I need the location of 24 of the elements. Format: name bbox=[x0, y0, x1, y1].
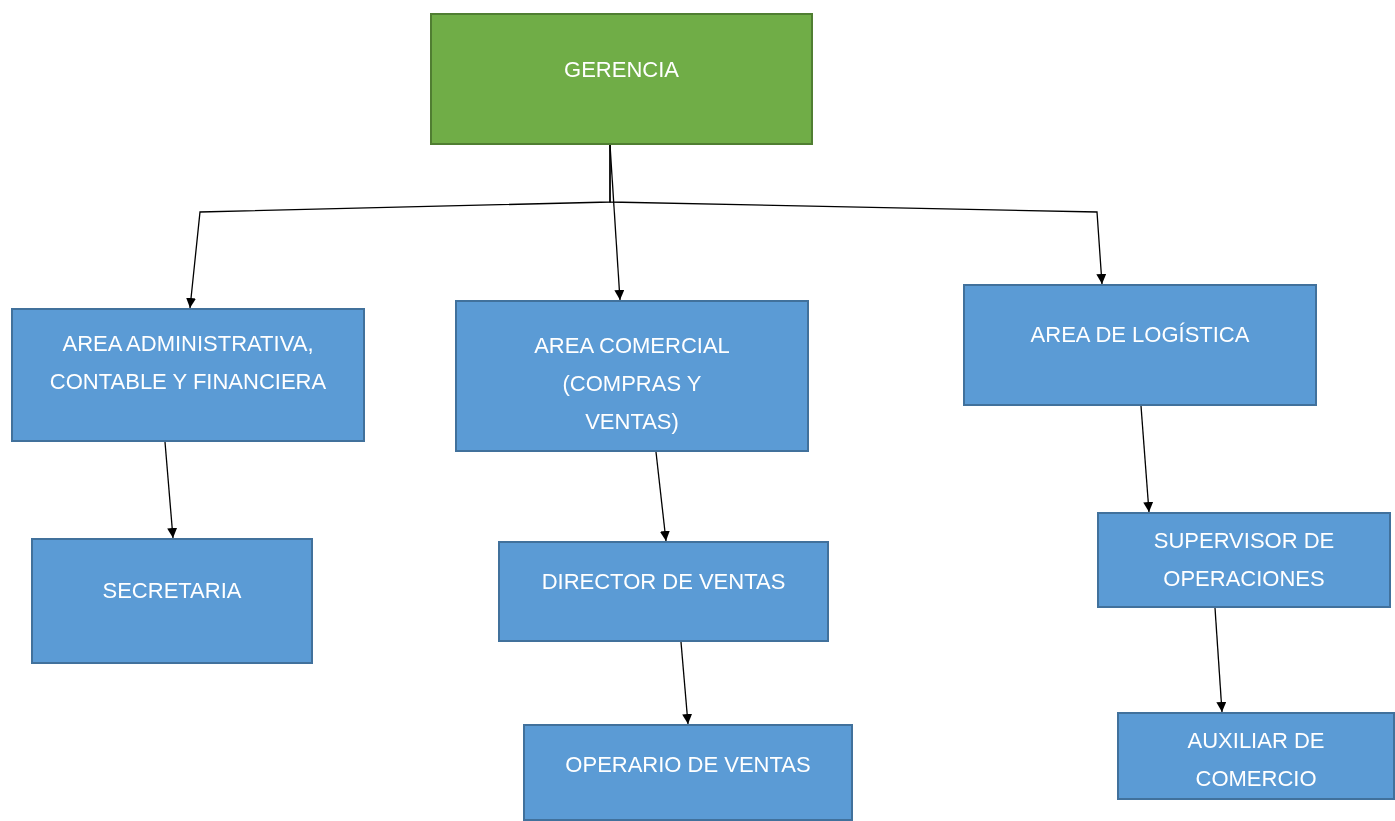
department-box bbox=[963, 284, 1317, 406]
department-box bbox=[1097, 512, 1391, 608]
department-box bbox=[523, 724, 853, 821]
department-box bbox=[31, 538, 313, 664]
box-label: AREA ADMINISTRATIVA, CONTABLE Y FINANCIERA bbox=[48, 330, 328, 396]
box-label: AREA DE LOGÍSTICA bbox=[1030, 321, 1250, 349]
arrow bbox=[655, 451, 670, 542]
box-label: OPERARIO DE VENTAS bbox=[565, 751, 811, 779]
box-label: AUXILIAR DE COMERCIO bbox=[1186, 727, 1326, 793]
arrow bbox=[164, 441, 178, 539]
department-box bbox=[498, 541, 829, 642]
management-box bbox=[430, 13, 813, 145]
arrow bbox=[609, 144, 1107, 285]
department-box bbox=[1117, 712, 1395, 800]
department-box bbox=[455, 300, 809, 452]
box-label: AREA COMERCIAL (COMPRAS Y VENTAS) bbox=[533, 332, 731, 436]
arrow bbox=[680, 641, 693, 725]
box-label: SUPERVISOR DE OPERACIONES bbox=[1152, 527, 1336, 593]
box-label: SECRETARIA bbox=[102, 577, 242, 605]
arrow bbox=[1214, 607, 1227, 713]
arrow bbox=[1140, 405, 1154, 513]
box-label: DIRECTOR DE VENTAS bbox=[541, 568, 786, 596]
box-label: GERENCIA bbox=[564, 56, 679, 84]
department-box bbox=[11, 308, 365, 442]
